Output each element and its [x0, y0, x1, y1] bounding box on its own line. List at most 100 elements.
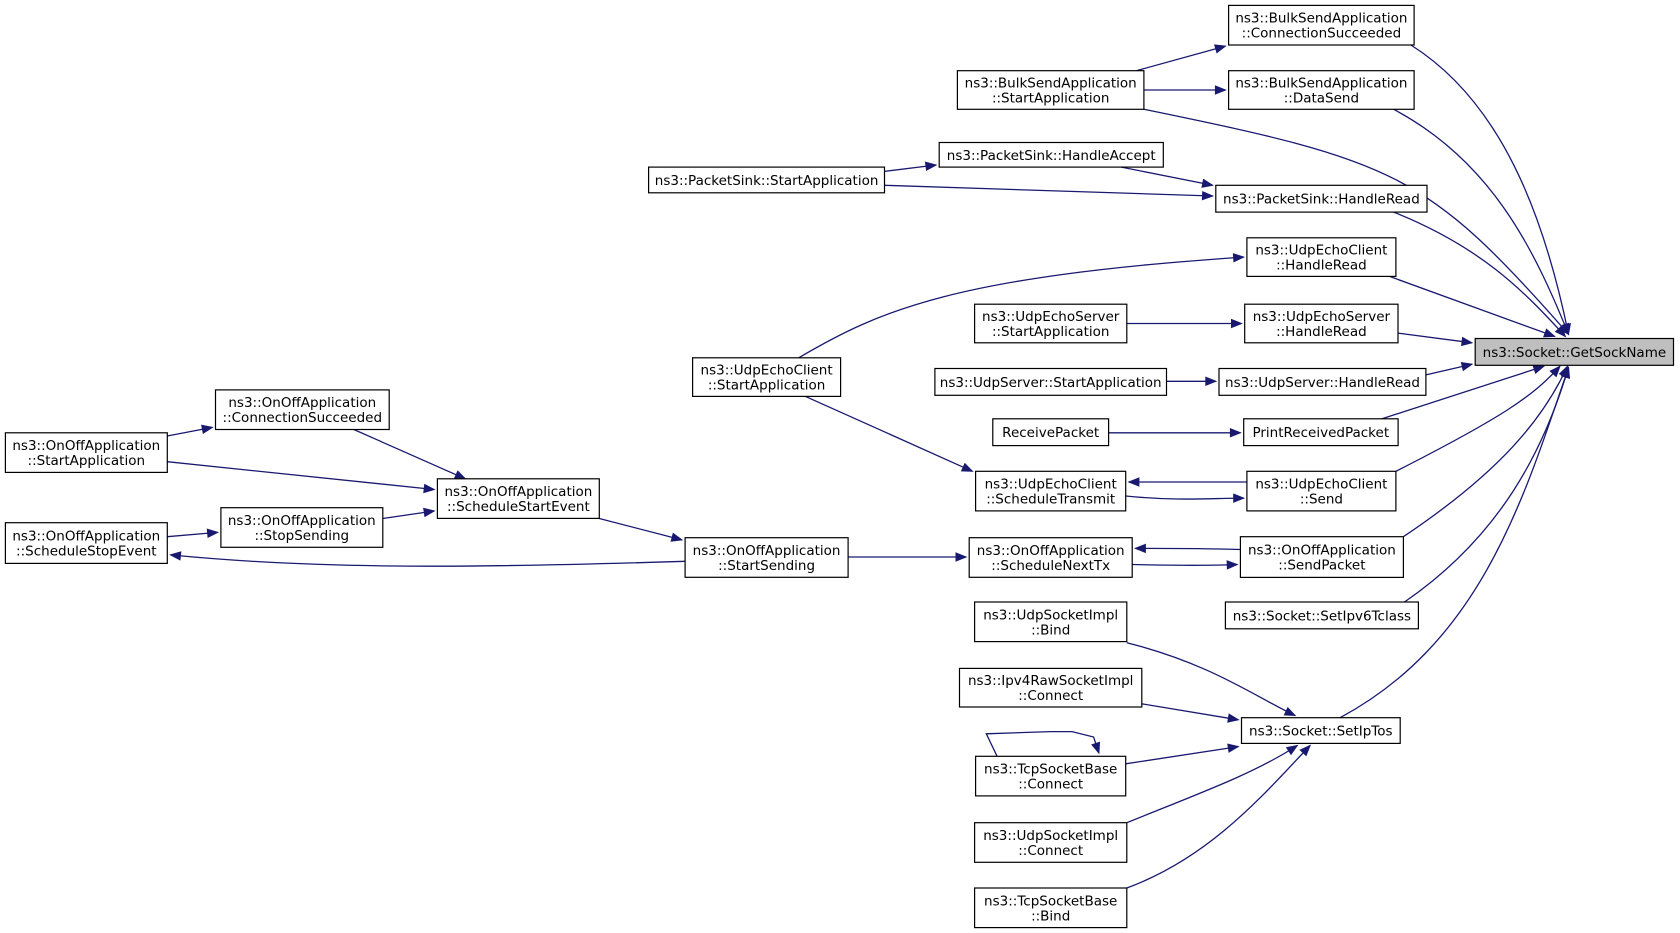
node-ps-handleaccept[interactable]: ns3::PacketSink::HandleAccept [938, 141, 1164, 168]
edge-tsb-connect-to-sock-setiptos [1125, 745, 1239, 765]
node-label: ::ConnectionSucceeded [223, 410, 383, 426]
node-uec-schedtx[interactable]: ns3::UdpEchoClient::ScheduleTransmit [974, 470, 1127, 512]
edge-tsb-connect-to-tsb-connect [985, 730, 1100, 757]
arrow-head [960, 462, 974, 472]
node-box [647, 166, 886, 194]
node-uec-handleread[interactable]: ns3::UdpEchoClient::HandleRead [1246, 237, 1397, 278]
node-label: ns3::UdpSocketImpl [983, 607, 1118, 623]
node-oo-schedstop[interactable]: ns3::OnOffApplication::ScheduleStopEvent [4, 522, 168, 565]
node-label: ::Connect [1018, 777, 1083, 793]
node-sock-setiptos[interactable]: ns3::Socket::SetIpTos [1240, 717, 1401, 745]
node-box [220, 507, 384, 548]
arrow-head [1532, 365, 1546, 375]
edge-uec-handleread-to-getsockname [1389, 275, 1555, 338]
node-label: ::HandleRead [1276, 258, 1367, 274]
arrow-head [1201, 178, 1214, 188]
node-label: ns3::Socket::SetIpv6Tclass [1233, 608, 1411, 624]
node-printreceived[interactable]: PrintReceivedPacket [1243, 418, 1399, 447]
node-getsockname[interactable]: ns3::Socket::GetSockName [1474, 337, 1675, 366]
edge-uec-start-to-uec-schedtx [804, 395, 973, 472]
node-box [4, 432, 168, 473]
arrow-head [1283, 706, 1297, 717]
node-ues-handleread[interactable]: ns3::UdpEchoServer::HandleRead [1244, 303, 1399, 344]
node-box [973, 601, 1128, 643]
node-box [973, 822, 1128, 863]
node-label: ns3::TcpSocketBase [984, 762, 1117, 778]
node-box [1227, 70, 1415, 110]
edge-uec-schedtx-to-uec-send [1125, 495, 1244, 500]
node-ues-start[interactable]: ns3::UdpEchoServer::StartApplication [973, 303, 1128, 344]
node-label: ::StartApplication [708, 378, 826, 394]
edge-ipv4raw-connect-to-sock-setiptos [1141, 703, 1239, 721]
edge-uec-send-to-getsockname [1395, 365, 1561, 472]
node-box [1243, 418, 1399, 447]
edge-ps-handleaccept-to-ps-handleread [1121, 166, 1213, 186]
edge-usi-bind-to-sock-setiptos [1126, 642, 1296, 717]
node-tsb-connect[interactable]: ns3::TcpSocketBase::Connect [974, 755, 1127, 797]
edge-oo-sendpacket-to-getsockname [1403, 366, 1568, 538]
node-label: ns3::UdpEchoClient [701, 363, 833, 379]
edge-oo-sendpacket-to-oo-schednexttx [1135, 547, 1241, 551]
arrow-head [201, 424, 214, 435]
edge-bulk-connsucc-to-getsockname [1410, 44, 1570, 335]
arrow-head [1299, 744, 1312, 757]
node-label: ns3::UdpSocketImpl [983, 828, 1118, 844]
node-layer: ns3::Socket::GetSockName ns3::BulkSendApp… [4, 4, 1675, 929]
node-box [1246, 237, 1397, 278]
node-label: ::ScheduleNextTx [991, 558, 1110, 574]
arrow-head [955, 552, 968, 562]
edge-ps-handleread-to-getsockname [1393, 211, 1566, 337]
node-oo-schedstart[interactable]: ns3::OnOffApplication::ScheduleStartEven… [436, 478, 600, 519]
edge-layer [167, 44, 1572, 889]
edge-sock-setipv6tclass-to-getsockname [1404, 367, 1570, 603]
node-box [691, 357, 842, 397]
node-label: ns3::BulkSendApplication [1235, 76, 1407, 92]
node-bulk-start[interactable]: ns3::BulkSendApplication::StartApplicati… [956, 70, 1145, 110]
node-usi-bind[interactable]: ns3::UdpSocketImpl::Bind [973, 601, 1128, 643]
arrow-head [1232, 253, 1246, 263]
node-bulk-connsucc[interactable]: ns3::BulkSendApplication::ConnectionSucc… [1227, 4, 1415, 46]
arrow-head [1231, 318, 1243, 329]
node-ps-handleread[interactable]: ns3::PacketSink::HandleRead [1215, 184, 1428, 213]
node-uec-send[interactable]: ns3::UdpEchoClient::Send [1246, 470, 1397, 512]
node-usi-connect[interactable]: ns3::UdpSocketImpl::Connect [973, 822, 1128, 863]
node-label: ns3::BulkSendApplication [965, 76, 1137, 92]
node-bulk-datasend[interactable]: ns3::BulkSendApplication::DataSend [1227, 70, 1415, 110]
node-oo-sendpacket[interactable]: ns3::OnOffApplication::SendPacket [1239, 536, 1405, 579]
edge-oo-connsucc-to-oo-schedstart [353, 428, 466, 480]
node-box [436, 478, 600, 519]
node-oo-connsucc[interactable]: ns3::OnOffApplication::ConnectionSucceed… [214, 389, 390, 431]
node-label: ::Bind [1031, 622, 1070, 638]
node-oo-stopsend[interactable]: ns3::OnOffApplication::StopSending [220, 507, 384, 548]
node-label: ns3::UdpEchoClient [985, 477, 1117, 493]
node-sock-setipv6tclass[interactable]: ns3::Socket::SetIpv6Tclass [1224, 601, 1420, 630]
node-label: ns3::OnOffApplication [12, 438, 160, 454]
node-oo-start[interactable]: ns3::OnOffApplication::StartApplication [4, 432, 168, 473]
edge-ps-start-to-ps-handleread [884, 184, 1213, 197]
node-us-handleread[interactable]: ns3::UdpServer::HandleRead [1218, 367, 1427, 396]
arrow-head [1233, 493, 1246, 503]
node-us-start[interactable]: ns3::UdpServer::StartApplication [934, 367, 1168, 396]
node-oo-startsend[interactable]: ns3::OnOffApplication::StartSending [684, 537, 849, 578]
node-ipv4raw-connect[interactable]: ns3::Ipv4RawSocketImpl::Connect [958, 667, 1143, 708]
edge-bulk-start-to-bulk-connsucc [1136, 45, 1226, 72]
node-label: ReceivePacket [1002, 425, 1099, 441]
node-ps-start[interactable]: ns3::PacketSink::StartApplication [647, 166, 886, 194]
node-label: ::Connect [1018, 843, 1083, 859]
arrow-head [924, 161, 938, 171]
node-label: ns3::Socket::GetSockName [1483, 345, 1667, 361]
node-label: ns3::OnOffApplication [693, 543, 841, 559]
edge-bulk-datasend-to-getsockname [1393, 108, 1570, 335]
node-box [1246, 470, 1397, 512]
node-label: ns3::UdpServer::StartApplication [940, 375, 1162, 391]
node-label: ns3::BulkSendApplication [1235, 11, 1407, 27]
node-oo-schednexttx[interactable]: ns3::OnOffApplication::ScheduleNextTx [968, 537, 1133, 578]
edge-usi-connect-to-sock-setiptos [1126, 744, 1298, 824]
node-box [973, 303, 1128, 344]
node-label: ns3::PacketSink::HandleRead [1223, 192, 1420, 208]
edge-oo-schednexttx-to-oo-sendpacket [1132, 563, 1238, 566]
edge-ues-handleread-to-getsockname [1397, 332, 1473, 344]
node-tsb-bind[interactable]: ns3::TcpSocketBase::Bind [973, 887, 1128, 929]
node-receivepacket[interactable]: ReceivePacket [992, 418, 1110, 447]
node-uec-start[interactable]: ns3::UdpEchoClient::StartApplication [691, 357, 842, 397]
